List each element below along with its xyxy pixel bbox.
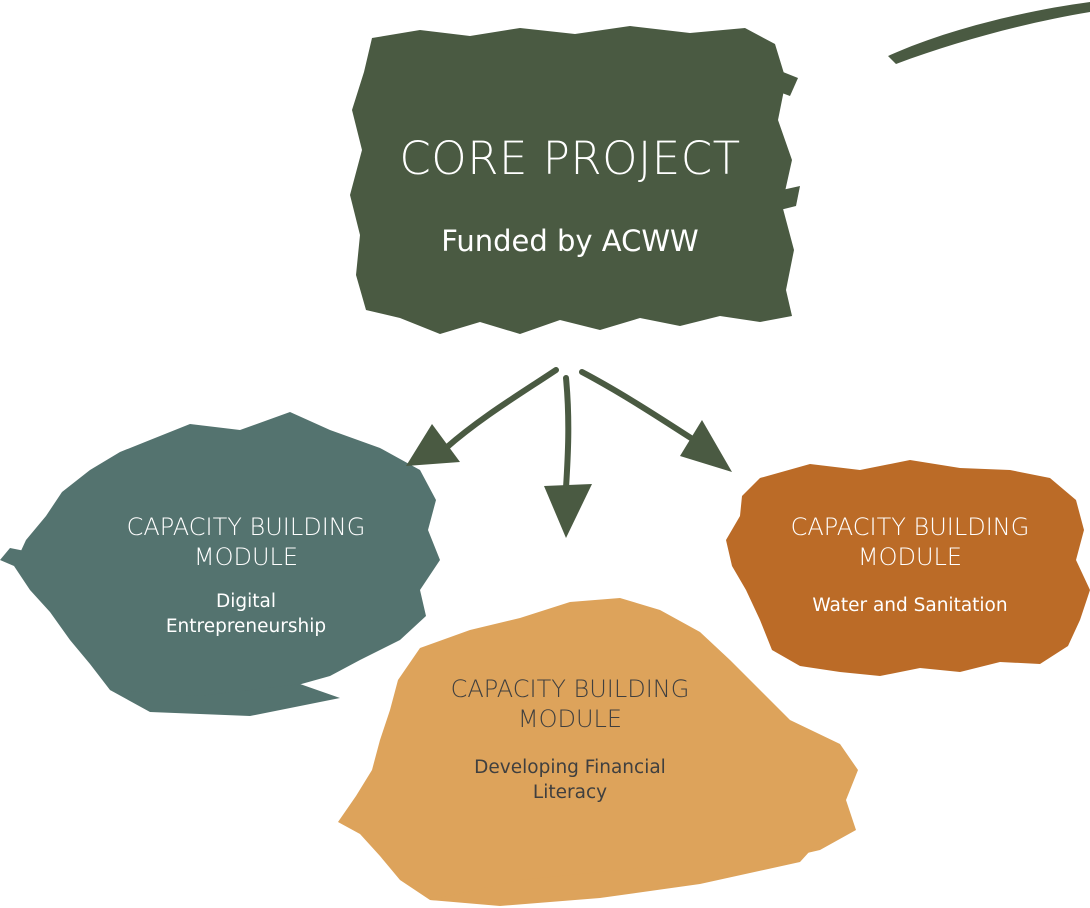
digital-module-title: CAPACITY BUILDING MODULE xyxy=(86,512,406,573)
financial-module-subtitle: Developing Financial Literacy xyxy=(440,756,700,806)
water-module-title-line2: MODULE xyxy=(857,543,963,572)
decorative-brush-stroke xyxy=(888,2,1090,64)
water-module-title: CAPACITY BUILDING MODULE xyxy=(750,512,1070,573)
digital-module-title-line1: CAPACITY BUILDING xyxy=(126,513,366,541)
financial-module-block xyxy=(338,598,858,906)
water-module-subtitle: Water and Sanitation xyxy=(770,594,1050,619)
water-module-title-line1: CAPACITY BUILDING xyxy=(790,513,1030,541)
arrow-to-water xyxy=(579,369,732,472)
core-project-funder: Funded by ACWW xyxy=(441,224,699,258)
core-project-block xyxy=(350,26,800,334)
arrow-to-digital xyxy=(406,367,559,466)
digital-module-subtitle-line2: Entrepreneurship xyxy=(165,615,327,637)
digital-module-subtitle: Digital Entrepreneurship xyxy=(120,590,372,640)
digital-module-block xyxy=(0,412,440,716)
financial-module-subtitle-line1: Developing Financial xyxy=(474,757,666,778)
digital-module-title-line2: MODULE xyxy=(193,543,299,572)
water-module-subtitle-line1: Water and Sanitation xyxy=(812,595,1008,616)
core-project-title: CORE PROJECT xyxy=(399,132,741,185)
financial-module-title-line1: CAPACITY BUILDING xyxy=(450,675,690,703)
digital-module-subtitle-line1: Digital xyxy=(216,591,276,612)
water-module-block xyxy=(726,460,1090,676)
arrow-to-financial xyxy=(544,375,592,538)
financial-module-title: CAPACITY BUILDING MODULE xyxy=(412,674,728,735)
financial-module-title-line2: MODULE xyxy=(517,705,623,734)
financial-module-subtitle-line2: Literacy xyxy=(532,781,608,803)
